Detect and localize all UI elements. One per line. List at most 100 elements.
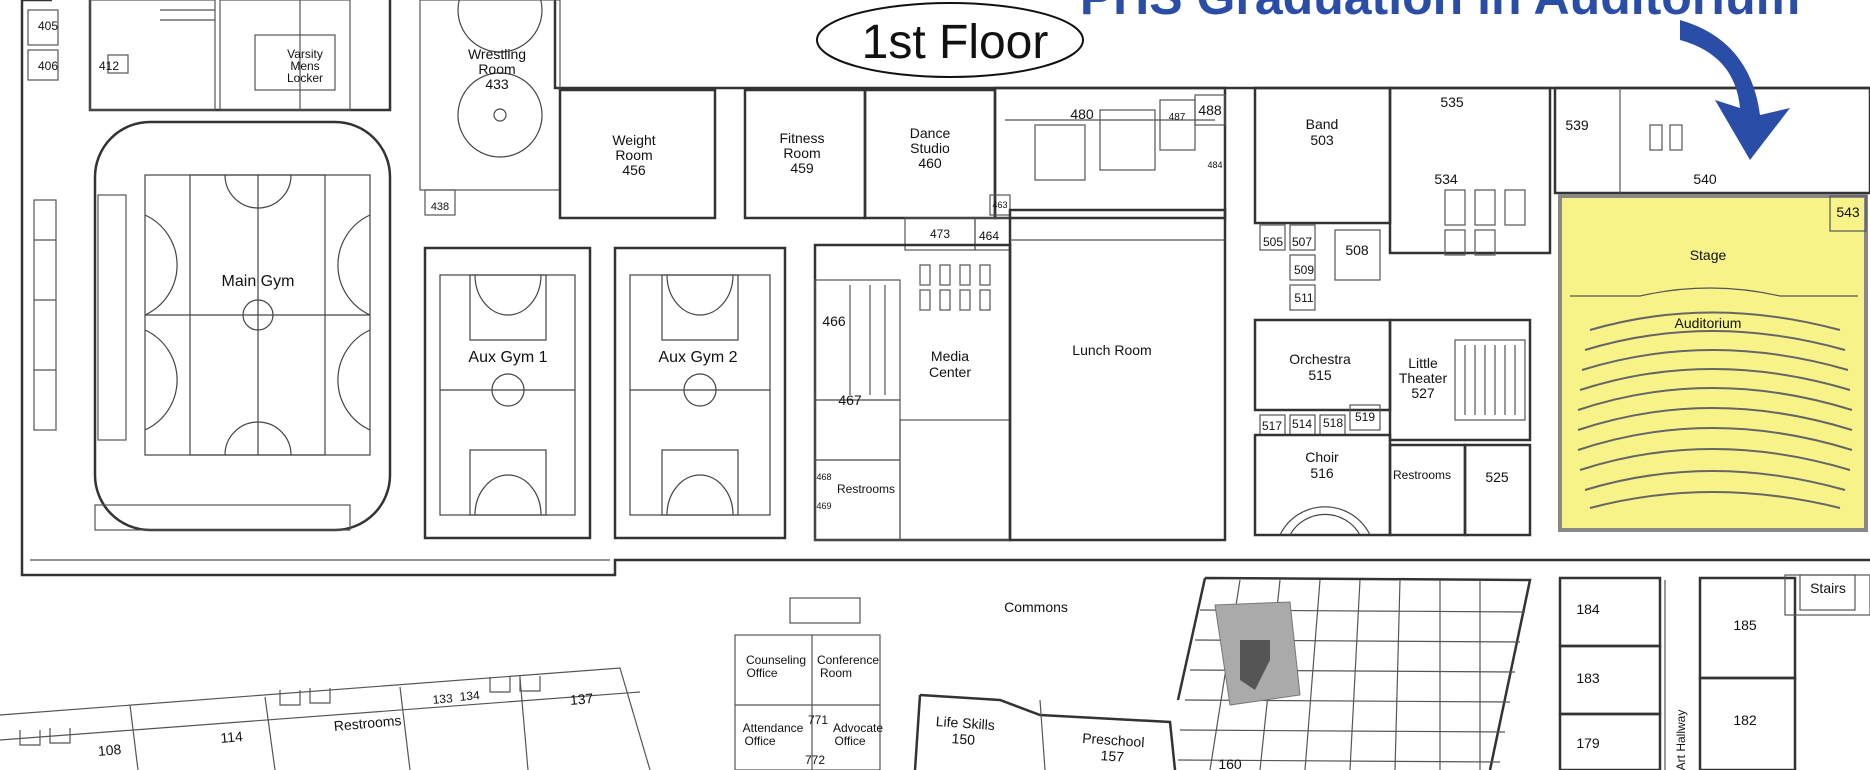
floor-title-ellipse bbox=[816, 2, 1084, 78]
room-184-label: 184 bbox=[1576, 601, 1600, 617]
advocate-office-label-2: Office bbox=[834, 734, 865, 748]
room-114-label: 114 bbox=[220, 728, 244, 746]
room-508-label: 508 bbox=[1345, 242, 1369, 258]
commons-label: Commons bbox=[1004, 599, 1068, 615]
little-theater-label-3: 527 bbox=[1411, 385, 1435, 401]
conference-room-label-2: Room bbox=[820, 666, 852, 680]
choir-label-2: 516 bbox=[1310, 465, 1334, 481]
stage-label[interactable]: Stage bbox=[1690, 247, 1727, 263]
room-517-label: 517 bbox=[1262, 419, 1282, 433]
weight-room-label-3: 456 bbox=[622, 162, 646, 178]
room-519-label: 519 bbox=[1355, 410, 1375, 424]
dance-studio-label-2: Studio bbox=[910, 140, 950, 156]
fitness-room-label-1: Fitness bbox=[779, 130, 824, 146]
room-466-label: 466 bbox=[822, 313, 846, 329]
room-509-label: 509 bbox=[1294, 263, 1314, 277]
fitness-room-label-3: 459 bbox=[790, 160, 814, 176]
room-535-label: 535 bbox=[1440, 94, 1464, 110]
room-467-label: 467 bbox=[838, 392, 862, 408]
auditorium-label[interactable]: Auditorium bbox=[1675, 315, 1742, 331]
dance-studio-label-3: 460 bbox=[918, 155, 942, 171]
restrooms-library-label: Restrooms bbox=[837, 482, 895, 496]
courtyard-grid bbox=[1176, 576, 1532, 770]
lunch-room-label: Lunch Room bbox=[1072, 342, 1151, 358]
aux-gym-1-label: Aux Gym 1 bbox=[468, 349, 547, 366]
restrooms-south-label: Restrooms bbox=[333, 712, 402, 734]
southwest-wing bbox=[0, 667, 651, 770]
advocate-office-label-1: Advocate bbox=[833, 721, 883, 735]
attendance-office-label-1: Attendance bbox=[743, 721, 804, 735]
aux-gym-2-label: Aux Gym 2 bbox=[658, 349, 737, 366]
restrooms-choir-label: Restrooms bbox=[1393, 468, 1451, 482]
varsity-locker-label-3: Locker bbox=[287, 71, 323, 85]
arrow-icon bbox=[1680, 20, 1790, 160]
little-theater-label-2: Theater bbox=[1399, 370, 1448, 386]
choir-label-1: Choir bbox=[1305, 449, 1339, 465]
room-468-label: 468 bbox=[816, 472, 831, 482]
main-gym-outline bbox=[93, 120, 392, 532]
room-525-label: 525 bbox=[1485, 469, 1509, 485]
life-skills-label-2: 150 bbox=[951, 730, 976, 748]
weight-room-label-2: Room bbox=[615, 147, 652, 163]
media-center-label-1: Media bbox=[931, 348, 969, 364]
varsity-locker-label-1: Varsity bbox=[287, 47, 323, 61]
room-137-label: 137 bbox=[569, 690, 594, 708]
counseling-office-label-1: Counseling bbox=[746, 653, 806, 667]
attendance-office-label-2: Office bbox=[744, 734, 775, 748]
orchestra-label-1: Orchestra bbox=[1289, 351, 1351, 367]
room-463-label: 463 bbox=[992, 200, 1007, 210]
graduation-banner: PHS Graduation in Auditorium bbox=[1080, 0, 1800, 25]
preschool-label-1: Preschool bbox=[1082, 730, 1145, 750]
room-772-label: 772 bbox=[805, 753, 825, 767]
room-183-label: 183 bbox=[1576, 670, 1600, 686]
room-771-label: 771 bbox=[808, 713, 828, 727]
room-473-label: 473 bbox=[930, 227, 950, 241]
building-outline-north bbox=[20, 0, 1870, 577]
library-tables bbox=[919, 264, 991, 311]
room-484-label: 484 bbox=[1207, 160, 1222, 170]
room-108-label: 108 bbox=[97, 741, 122, 759]
wrestling-room-label-1: Wrestling bbox=[468, 46, 526, 62]
preschool-label-2: 157 bbox=[1100, 747, 1125, 765]
room-507-label: 507 bbox=[1292, 235, 1312, 249]
room-464-label: 464 bbox=[979, 229, 999, 243]
room-469-label: 469 bbox=[816, 501, 831, 511]
room-487-label: 487 bbox=[1169, 112, 1186, 123]
room-406-label: 406 bbox=[38, 59, 58, 73]
room-185-label: 185 bbox=[1733, 617, 1757, 633]
little-theater-label-1: Little bbox=[1408, 355, 1438, 371]
floor-title: 1st Floor bbox=[862, 16, 1049, 69]
room-182-label: 182 bbox=[1733, 712, 1757, 728]
fitness-room-label-2: Room bbox=[783, 145, 820, 161]
conference-room-label-1: Conference bbox=[817, 653, 879, 667]
orchestra-label-2: 515 bbox=[1308, 367, 1332, 383]
counseling-office-label-2: Office bbox=[746, 666, 777, 680]
wrestling-room-label-2: Room bbox=[478, 61, 515, 77]
room-543-label: 543 bbox=[1836, 204, 1860, 220]
media-center-label-2: Center bbox=[929, 364, 971, 380]
auditorium-seating bbox=[1577, 311, 1853, 509]
room-134-label: 134 bbox=[459, 688, 480, 704]
varsity-locker-label-2: Mens bbox=[290, 59, 319, 73]
band-label-2: 503 bbox=[1310, 132, 1334, 148]
room-511-label: 511 bbox=[1294, 291, 1313, 305]
art-hallway-label: Art Hallway bbox=[1674, 710, 1688, 770]
weight-room-label-1: Weight bbox=[612, 132, 655, 148]
room-539-label: 539 bbox=[1565, 117, 1589, 133]
room-505-label: 505 bbox=[1263, 235, 1283, 249]
room-412-label: 412 bbox=[99, 59, 119, 73]
dance-studio-label-1: Dance bbox=[910, 125, 951, 141]
room-514-label: 514 bbox=[1292, 417, 1312, 431]
main-gym-label: Main Gym bbox=[222, 273, 295, 290]
band-label-1: Band bbox=[1306, 116, 1339, 132]
room-534-label: 534 bbox=[1434, 171, 1458, 187]
room-438-label: 438 bbox=[431, 201, 449, 213]
stairs-label: Stairs bbox=[1810, 580, 1846, 596]
room-179-label: 179 bbox=[1576, 735, 1600, 751]
room-518-label: 518 bbox=[1323, 416, 1343, 430]
room-160-label: 160 bbox=[1218, 756, 1242, 770]
room-133-label: 133 bbox=[432, 691, 453, 707]
life-skills-label-1: Life Skills bbox=[935, 713, 995, 733]
wrestling-room-label-3: 433 bbox=[485, 76, 509, 92]
